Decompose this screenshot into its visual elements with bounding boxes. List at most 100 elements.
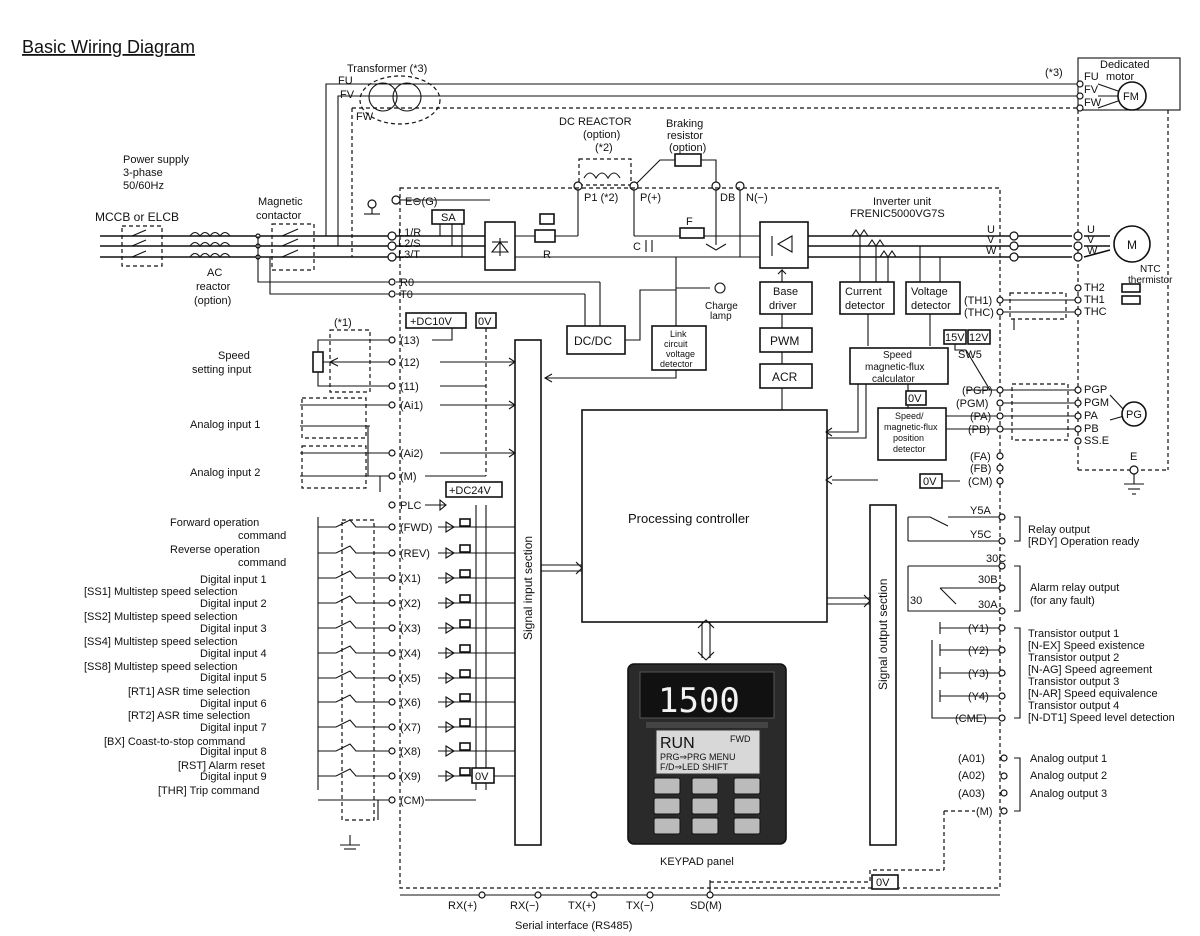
rectifier	[484, 221, 516, 271]
inverter-unit-label: Inverter unit FRENIC5000VG7S	[850, 196, 945, 220]
svg-text:Relay output: Relay output	[1028, 524, 1090, 536]
svg-text:(X5): (X5)	[400, 673, 421, 685]
svg-text:Processing controller: Processing controller	[628, 511, 750, 526]
fan-motor-terminals: FU FV FW	[1076, 71, 1119, 112]
magnetic-contactor-label: Magnetic contactor	[256, 196, 303, 222]
svg-text:DC/DC: DC/DC	[574, 334, 612, 348]
svg-text:(TH1): (TH1)	[964, 295, 992, 307]
dedicated-motor-label: Dedicated motor	[1100, 59, 1150, 83]
analog-input-2-label: Analog input 2	[190, 467, 260, 479]
svg-text:Digital input 8: Digital input 8	[200, 746, 267, 758]
svg-text:30B: 30B	[978, 574, 998, 586]
earth-terminal: E	[1124, 451, 1144, 495]
svg-text:Y5A: Y5A	[970, 505, 991, 517]
svg-text:Inverter unit: Inverter unit	[873, 196, 931, 208]
svg-text:calculator: calculator	[872, 374, 915, 385]
svg-text:R: R	[543, 249, 551, 261]
keypad-buttons[interactable]	[653, 777, 761, 835]
svg-text:FU: FU	[1084, 71, 1099, 83]
svg-text:Transistor output 2: Transistor output 2	[1028, 652, 1119, 664]
svg-text:Link: Link	[670, 329, 687, 339]
svg-text:Dedicated: Dedicated	[1100, 59, 1150, 71]
pulse-generator: PG	[1121, 401, 1147, 427]
ground-terminal: E⊖(G)	[364, 195, 490, 215]
svg-text:+DC10V: +DC10V	[410, 316, 453, 328]
igbt-bridge	[759, 221, 809, 269]
svg-text:L3/T: L3/T	[398, 249, 420, 261]
digital-input-switch-lines	[318, 519, 389, 801]
svg-text:position: position	[893, 433, 924, 443]
svg-text:FW: FW	[356, 111, 374, 123]
inverter-frame	[399, 187, 1001, 889]
svg-text:command: command	[238, 557, 286, 569]
mccb-breaker	[121, 225, 163, 267]
svg-text:[RT2] ASR time selection: [RT2] ASR time selection	[128, 710, 250, 722]
charge-lamp: Charge lamp	[676, 282, 738, 322]
transformer-label: Transformer (*3)	[347, 63, 427, 75]
svg-text:Speed/: Speed/	[895, 411, 924, 421]
svg-text:(M): (M)	[976, 806, 993, 818]
power-supply-label: Power supply 3-phase 50/60Hz	[123, 154, 190, 192]
svg-text:(A01): (A01)	[958, 753, 985, 765]
svg-text:voltage: voltage	[666, 349, 695, 359]
motor-note: (*3)	[1045, 67, 1063, 79]
svg-text:Braking: Braking	[666, 118, 703, 130]
svg-text:(Ai1): (Ai1)	[400, 400, 423, 412]
mccb-label: MCCB or ELCB	[95, 210, 179, 224]
speed-setting-label: Speed setting input	[192, 350, 251, 376]
analog-input-wiring	[300, 397, 390, 492]
svg-text:Alarm relay output: Alarm relay output	[1030, 582, 1119, 594]
svg-text:Analog output 3: Analog output 3	[1030, 788, 1107, 800]
thermistor-terminals: (TH1) (THC) TH2 TH1 THC	[964, 282, 1141, 330]
svg-text:(PGM): (PGM)	[956, 398, 988, 410]
digital-input-terminals: (FWD) (REV) (X1) (X2) (X3) (X4) (X5) (X6…	[388, 522, 432, 807]
svg-text:Analog output 1: Analog output 1	[1030, 753, 1107, 765]
svg-text:Forward operation: Forward operation	[170, 517, 259, 529]
svg-text:[RDY] Operation ready: [RDY] Operation ready	[1028, 536, 1140, 548]
surge-absorber: SA	[431, 209, 465, 257]
potentiometer	[312, 329, 390, 393]
svg-text:(Y1): (Y1)	[968, 623, 989, 635]
svg-text:Base: Base	[773, 286, 798, 298]
svg-text:U: U	[987, 224, 995, 236]
input-terminals: L1/R L2/S L3/T R0 T0	[387, 227, 421, 301]
pg-terminals: (PGP) (PGM) (PA) (PB)	[946, 383, 1078, 441]
svg-text:M: M	[1127, 238, 1137, 252]
svg-text:F: F	[686, 216, 693, 228]
svg-text:(CME): (CME)	[955, 713, 987, 725]
charging-resistor: R	[515, 190, 579, 261]
svg-text:Digital input 4: Digital input 4	[200, 648, 267, 660]
speed-flux-position-detector: Speed/ magnetic-flux position detector	[832, 384, 947, 481]
svg-text:U: U	[1087, 224, 1095, 236]
star1-label: (*1)	[334, 317, 352, 329]
fan-motor-lines	[325, 83, 1080, 257]
speed-flux-calculator: Speed magnetic-flux calculator	[832, 347, 949, 439]
svg-text:[BX] Coast-to-stop command: [BX] Coast-to-stop command	[104, 736, 245, 748]
svg-text:TH1: TH1	[1084, 294, 1105, 306]
svg-text:motor: motor	[1106, 71, 1134, 83]
svg-text:FRENIC5000VG7S: FRENIC5000VG7S	[850, 208, 945, 220]
svg-text:[SS2] Multistep speed selectio: [SS2] Multistep speed selection	[84, 611, 237, 623]
svg-text:Signal output section: Signal output section	[876, 579, 890, 690]
dc10v-badge: +DC10V	[405, 312, 467, 329]
serial-interface: 0V RX(+) RX(−) TX(+) TX(−) SD(M) Serial …	[400, 869, 1000, 932]
svg-text:V: V	[1087, 234, 1095, 246]
signal-output-section: Signal output section	[827, 504, 897, 846]
svg-text:(M): (M)	[400, 471, 417, 483]
svg-text:Digital input 5: Digital input 5	[200, 672, 267, 684]
svg-text:C: C	[633, 241, 641, 253]
svg-text:magnetic-flux: magnetic-flux	[884, 422, 938, 432]
dc-link: F C	[515, 190, 760, 258]
switch-sw5: 15V 12V SW5	[943, 329, 991, 391]
svg-text:Digital input 3: Digital input 3	[200, 623, 267, 635]
svg-text:Digital input 2: Digital input 2	[200, 598, 267, 610]
svg-text:Speed: Speed	[883, 350, 912, 361]
svg-text:Transistor output 1: Transistor output 1	[1028, 628, 1119, 640]
svg-text:detector: detector	[660, 359, 693, 369]
ac-reactor-coils	[189, 231, 231, 258]
svg-text:(THC): (THC)	[964, 307, 994, 319]
svg-text:Digital input 1: Digital input 1	[200, 574, 267, 586]
svg-text:setting input: setting input	[192, 364, 251, 376]
svg-text:Signal input section: Signal input section	[521, 536, 535, 640]
svg-text:PWM: PWM	[770, 334, 799, 348]
